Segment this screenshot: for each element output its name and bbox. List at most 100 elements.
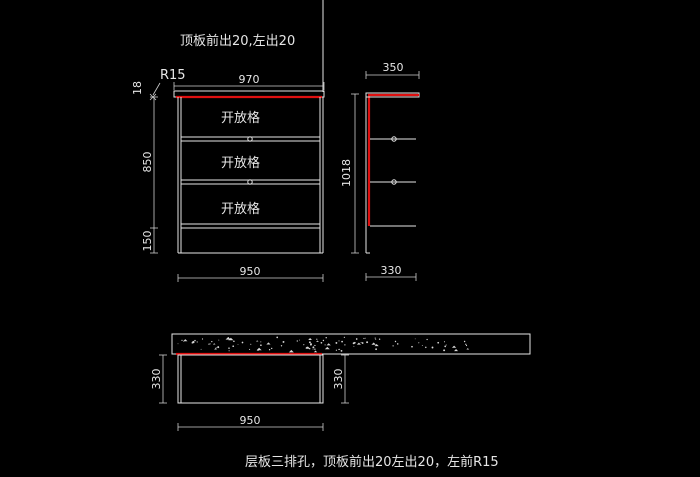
slab-speck (228, 350, 230, 352)
slab-speck (366, 341, 369, 344)
slab-speck (418, 342, 420, 344)
slab-speck (308, 341, 311, 344)
slab-speck (363, 337, 365, 339)
slab-speck (312, 348, 314, 350)
slab-speck (335, 349, 338, 351)
slab-speck (353, 345, 355, 347)
slab-speck (207, 343, 211, 345)
slab-speck (443, 341, 446, 343)
slab-speck (326, 343, 331, 346)
slab-speck (260, 344, 262, 347)
side-view: 350 1018 330 (340, 61, 420, 281)
slab-speck (426, 338, 428, 341)
slab-speck (270, 347, 273, 350)
dim-side-bottom-depth: 330 (381, 264, 402, 277)
slab-speck (392, 345, 394, 347)
slab-speck (371, 342, 376, 345)
slab-speck (454, 349, 459, 352)
slab-speck (352, 342, 355, 345)
slab-speck (425, 346, 427, 349)
slab-speck (394, 340, 397, 343)
dim-side-top-depth: 350 (383, 61, 404, 74)
slab-speck (256, 340, 259, 342)
slab-speck (233, 340, 235, 343)
slab-speck (241, 341, 244, 344)
slab-speck (305, 346, 311, 349)
dim-thickness: 18 (131, 81, 144, 95)
slab-speck (282, 340, 285, 343)
slab-speck (445, 344, 447, 346)
slab-speck (443, 349, 446, 352)
slab-speck (200, 348, 202, 350)
slab-speck (313, 344, 317, 346)
slab-speck (237, 343, 239, 345)
dim-plan-depth-right: 330 (332, 369, 345, 390)
slab-speck (340, 350, 343, 352)
slab-speck (260, 341, 262, 343)
slab-speck (324, 346, 330, 350)
dim-plan-depth-left: 330 (150, 369, 163, 390)
slab-speck (314, 348, 316, 350)
top-note: 顶板前出20,左出20 (180, 33, 295, 49)
slab-speck (212, 343, 216, 345)
slab-speck (308, 338, 312, 340)
slab-speck (396, 343, 399, 345)
front-shelf-1 (180, 136, 321, 142)
front-shelf-hole-1 (247, 136, 253, 142)
dim-top-width: 970 (239, 73, 260, 86)
slab-speck (335, 341, 338, 344)
slab-speck (312, 346, 315, 349)
shelf-label-2: 开放格 (221, 155, 260, 171)
slab-speck (303, 344, 305, 346)
slab-speck (181, 339, 183, 341)
slab-speck (299, 339, 300, 341)
slab-speck (310, 343, 312, 346)
slab-speck (375, 348, 377, 351)
slab-speck (214, 348, 217, 350)
slab-speck (378, 338, 381, 340)
slab-speck (374, 343, 379, 347)
slab-speck (225, 337, 231, 340)
slab-speck (276, 336, 279, 339)
radius-label: R15 (160, 68, 186, 83)
slab-speck (177, 343, 179, 345)
slab-speck (374, 337, 376, 339)
slab-speck (444, 345, 447, 348)
slab-speck (268, 349, 271, 351)
plan-cabinet-body (177, 354, 324, 404)
slab-speck (466, 348, 470, 350)
slab-speck (296, 340, 298, 342)
slab-speck (305, 346, 308, 348)
slab-speck (344, 344, 346, 346)
slab-speck (232, 345, 235, 348)
slab-speck (196, 341, 198, 343)
slab-speck (364, 337, 366, 339)
slab-speck (280, 345, 283, 347)
slab-speck (215, 347, 218, 349)
slab-speck (465, 343, 467, 345)
slab-speck (257, 349, 259, 352)
slab-speck (325, 337, 327, 339)
slab-speck (421, 345, 423, 347)
dim-height-lower: 150 (141, 231, 154, 252)
slab-speck (355, 338, 358, 340)
slab-speck (201, 338, 204, 340)
shelf-label-3: 开放格 (221, 201, 260, 217)
slab-speck (338, 340, 340, 342)
slab-speck (451, 345, 457, 348)
slab-speck (411, 345, 413, 348)
shelf-label-1: 开放格 (221, 110, 260, 126)
front-shelf-hole-2 (247, 179, 253, 185)
slab-speck (249, 348, 251, 350)
slab-speck (324, 344, 326, 346)
slab-speck (341, 340, 343, 343)
slab-speck (192, 340, 195, 343)
bottom-note: 层板三排孔，顶板前出20左出20，左前R15 (245, 454, 499, 470)
slab-speck (316, 340, 319, 342)
slab-speck (266, 342, 271, 345)
slab-speck (250, 343, 252, 345)
radius-leader (152, 82, 161, 96)
slab-speck (228, 347, 230, 349)
slab-texture (177, 336, 470, 353)
slab-speck (356, 342, 361, 345)
